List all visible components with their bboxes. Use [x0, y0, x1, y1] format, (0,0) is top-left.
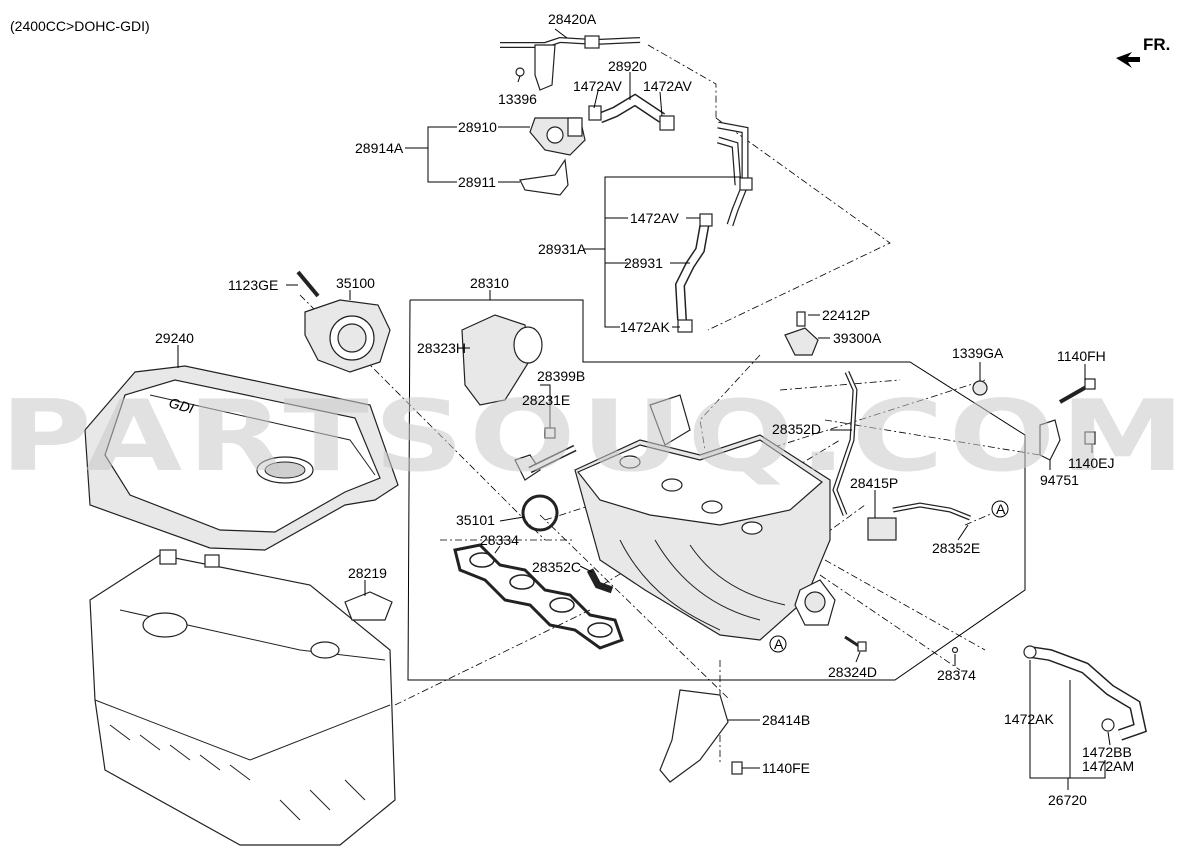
bolt-22412P-part — [796, 311, 806, 327]
label-1472AV-middle[interactable]: 1472AV — [630, 210, 679, 226]
reference-marker-label: A — [774, 636, 784, 652]
label-28310[interactable]: 28310 — [470, 275, 509, 291]
cylinder-head-part — [89, 549, 396, 846]
reference-marker-label: A — [996, 501, 1006, 517]
label-35101[interactable]: 35101 — [456, 512, 495, 528]
label-28931[interactable]: 28931 — [624, 255, 663, 271]
engine-cover-part: GDI — [84, 365, 399, 551]
manifold-gasket-28334-part — [453, 543, 624, 650]
label-28910[interactable]: 28910 — [458, 119, 497, 135]
label-1472AV-upper-left[interactable]: 1472AV — [573, 78, 622, 94]
valve-28415P-part — [867, 502, 971, 541]
label-28231E[interactable]: 28231E — [522, 392, 570, 408]
bolt-28324D-part — [844, 635, 867, 652]
label-28352D[interactable]: 28352D — [772, 421, 821, 437]
label-28415P[interactable]: 28415P — [850, 475, 898, 491]
bolt-1140EJ-part — [1084, 431, 1096, 445]
heat-shield-plate-part — [344, 591, 393, 621]
label-28324D[interactable]: 28324D — [828, 664, 877, 680]
label-29240[interactable]: 29240 — [155, 330, 194, 346]
label-28911[interactable]: 28911 — [458, 174, 496, 190]
label-28352E[interactable]: 28352E — [932, 540, 980, 556]
hose-26720-part — [1023, 645, 1147, 741]
label-39300A[interactable]: 39300A — [833, 330, 882, 346]
label-28914A[interactable]: 28914A — [355, 140, 404, 156]
reference-marker-a-lower: A — [769, 635, 787, 653]
throttle-body-part — [296, 270, 391, 373]
top-hose-assembly — [500, 35, 753, 333]
label-1339GA[interactable]: 1339GA — [952, 345, 1004, 361]
front-direction-label: FR. — [1143, 35, 1170, 54]
label-28920[interactable]: 28920 — [608, 58, 647, 74]
watermark-text: PARTSOUQ.COM — [0, 380, 1190, 494]
label-1472AK-middle[interactable]: 1472AK — [620, 319, 670, 335]
bolt-1140FE-part — [731, 761, 743, 775]
label-1140EJ[interactable]: 1140EJ — [1068, 455, 1114, 471]
front-direction-indicator: FR. — [1116, 35, 1170, 68]
label-1140FH[interactable]: 1140FH — [1057, 348, 1106, 364]
engine-spec-label: (2400CC>DOHC-GDI) — [10, 18, 150, 34]
bracket-94751-part — [1039, 419, 1061, 461]
front-arrow-icon — [1116, 52, 1140, 68]
plug-28374-part — [951, 646, 959, 654]
part-labels: 28420A 13396 28920 1472AV 1472AV 28910 2… — [155, 11, 1134, 808]
label-26720[interactable]: 26720 — [1048, 792, 1087, 808]
intake-manifold-part — [574, 394, 836, 641]
label-28352C[interactable]: 28352C — [532, 559, 581, 575]
label-28931A[interactable]: 28931A — [538, 241, 587, 257]
label-35100[interactable]: 35100 — [336, 275, 375, 291]
label-1472AM[interactable]: 1472AM — [1082, 758, 1134, 774]
label-1140FE[interactable]: 1140FE — [762, 760, 810, 776]
label-28334[interactable]: 28334 — [480, 532, 519, 548]
bolt-1140FH-part — [1059, 378, 1096, 404]
hose-28352C-part — [586, 568, 614, 594]
label-28323H[interactable]: 28323H — [417, 340, 466, 356]
label-94751[interactable]: 94751 — [1040, 472, 1079, 488]
sensor-link-part — [514, 444, 577, 481]
label-13396[interactable]: 13396 — [498, 91, 537, 107]
label-28414B[interactable]: 28414B — [762, 712, 810, 728]
label-28420A[interactable]: 28420A — [548, 11, 597, 27]
intake-manifold-assembly-box — [407, 299, 1026, 681]
actuator-28323H-part — [461, 314, 543, 406]
sensor-39300A-part — [784, 327, 819, 356]
label-28219[interactable]: 28219 — [348, 565, 387, 581]
label-22412P[interactable]: 22412P — [822, 307, 870, 323]
label-1472AV-upper-right[interactable]: 1472AV — [643, 78, 692, 94]
reference-marker-a-right: A — [991, 500, 1009, 518]
label-1472BB[interactable]: 1472BB — [1082, 744, 1132, 760]
label-28374[interactable]: 28374 — [937, 667, 976, 683]
bracket-28414B-part — [659, 689, 729, 783]
label-28399B[interactable]: 28399B — [537, 368, 585, 384]
label-1472AK-lower[interactable]: 1472AK — [1004, 711, 1054, 727]
gasket-ring-35101-part — [521, 494, 559, 532]
cover-logo-text: GDI — [167, 394, 195, 416]
label-1123GE[interactable]: 1123GE — [228, 277, 278, 293]
leader-lines — [177, 28, 1111, 790]
